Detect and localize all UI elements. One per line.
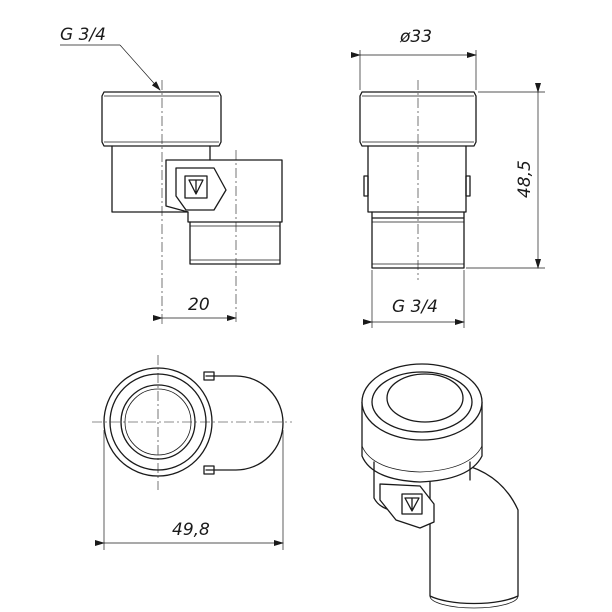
front-branch xyxy=(165,159,283,223)
top-valve-tab-top xyxy=(203,371,215,381)
front-offset-label: 20 xyxy=(188,295,210,315)
iso-lower-body xyxy=(429,461,519,605)
side-body xyxy=(367,145,467,213)
front-view: G 3/4 20 xyxy=(60,25,283,325)
iso-nut-edge xyxy=(361,445,483,473)
iso-bore-ellipse xyxy=(386,373,464,423)
front-valve-recess xyxy=(175,167,227,211)
front-lower-thread xyxy=(189,221,281,265)
top-branch-lobe xyxy=(205,375,284,471)
side-valve-right xyxy=(465,175,471,197)
front-thread-leader xyxy=(119,44,161,91)
iso-top-ellipse xyxy=(361,363,483,441)
side-view: ø33 48,5 G 3/4 xyxy=(351,27,545,328)
front-valve-slot-icon xyxy=(188,179,204,195)
top-view: 49,8 xyxy=(92,355,292,550)
top-length-label: 49,8 xyxy=(172,520,210,540)
iso-lower-rim xyxy=(429,595,519,609)
side-height-label: 48,5 xyxy=(515,160,535,198)
side-valve-left xyxy=(363,175,369,197)
side-upper-nut xyxy=(359,91,477,147)
side-diameter-label: ø33 xyxy=(399,27,432,47)
top-valve-tab-bottom xyxy=(203,465,215,475)
isometric-view xyxy=(361,363,519,609)
iso-top-chamfer xyxy=(371,371,473,433)
front-thread-label: G 3/4 xyxy=(60,25,106,45)
side-thread-label: G 3/4 xyxy=(392,297,438,317)
front-body xyxy=(111,145,211,213)
front-upper-nut xyxy=(101,91,222,147)
iso-valve-slot-icon xyxy=(404,497,420,512)
